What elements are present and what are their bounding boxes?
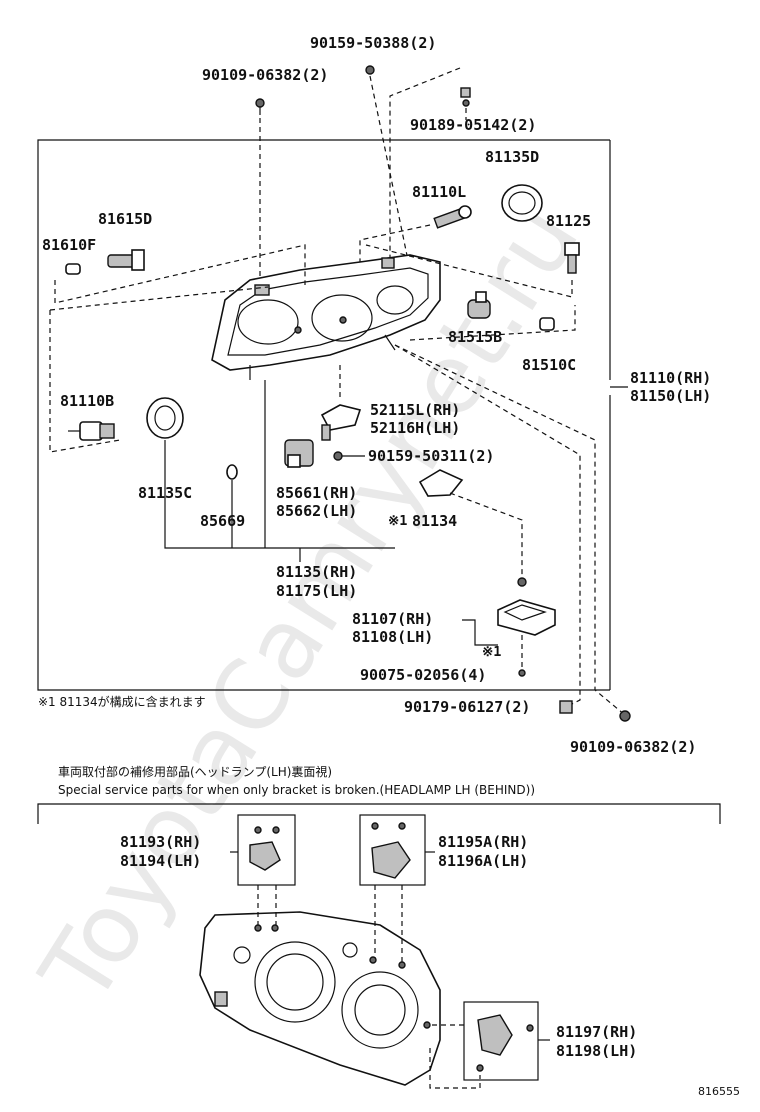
screw-90159-50311 <box>333 451 343 461</box>
label-90159-50311: 90159-50311(2) <box>368 447 494 465</box>
actuator-85661 <box>284 439 314 468</box>
label-81110B: 81110B <box>60 392 114 410</box>
bracket-52115L <box>320 404 362 441</box>
label-85661-rh: 85661(RH) <box>276 484 357 502</box>
bracket-kit-81193 <box>237 814 296 886</box>
label-81193-rh: 81193(RH) <box>120 833 201 851</box>
label-52116H-lh: 52116H(LH) <box>370 419 460 437</box>
label-81135D: 81135D <box>485 148 539 166</box>
label-90159-50388: 90159-50388(2) <box>310 34 436 52</box>
gasket-85669 <box>226 464 238 480</box>
label-85669: 85669 <box>200 512 245 530</box>
label-90075-02056: 90075-02056(4) <box>360 666 486 684</box>
label-81134-mark: ※1 <box>388 513 407 529</box>
label-81150-lh: 81150(LH) <box>630 387 711 405</box>
bulb-81510C <box>539 317 555 331</box>
socket-81125 <box>564 242 580 274</box>
special-title-jp: 車両取付部の補修用部品(ヘッドランプ(LH)裏面視) <box>58 764 332 779</box>
bulb-81610F <box>65 263 81 275</box>
main-frame <box>37 139 610 691</box>
label-81615D: 81615D <box>98 210 152 228</box>
label-81107-rh: 81107(RH) <box>352 610 433 628</box>
special-frame <box>37 803 721 824</box>
bracket-kit-81195A <box>359 814 426 886</box>
nut-90179-06127 <box>559 700 573 714</box>
gasket-81134 <box>418 469 464 497</box>
label-81195A-rh: 81195A(RH) <box>438 833 528 851</box>
screw-90109-06382-bottom <box>619 710 631 722</box>
bracket-kit-81197 <box>463 1001 539 1081</box>
ballast-81107 <box>497 577 556 636</box>
label-81175-lh: 81175(LH) <box>276 582 357 600</box>
screw-90109-06382-top <box>255 98 265 115</box>
label-81515B: 81515B <box>448 328 502 346</box>
label-81610F: 81610F <box>42 236 96 254</box>
label-81198-lh: 81198(LH) <box>556 1042 637 1060</box>
socket-81135D <box>501 184 543 222</box>
clip-90189-05142 <box>460 87 471 107</box>
label-81108-lh: 81108(LH) <box>352 628 433 646</box>
headlamp-back-view <box>199 911 441 1086</box>
label-81107-mark: ※1 <box>482 644 501 660</box>
label-81197-rh: 81197(RH) <box>556 1023 637 1041</box>
socket-81515B <box>467 291 491 319</box>
socket-81615D <box>107 249 145 271</box>
label-90189-05142: 90189-05142(2) <box>410 116 536 134</box>
socket-81135C <box>146 397 184 439</box>
label-85662-lh: 85662(LH) <box>276 502 357 520</box>
label-81194-lh: 81194(LH) <box>120 852 201 870</box>
label-90109-06382-top: 90109-06382(2) <box>202 66 328 84</box>
label-52115L-rh: 52115L(RH) <box>370 401 460 419</box>
label-81110-rh: 81110(RH) <box>630 369 711 387</box>
headlamp-housing <box>211 254 441 380</box>
figure-ref: 816555 <box>698 1085 740 1098</box>
footnote: ※1 81134が構成に含まれます <box>38 694 206 709</box>
label-81196A-lh: 81196A(LH) <box>438 852 528 870</box>
bulb-81110B <box>68 421 115 441</box>
label-90179-06127: 90179-06127(2) <box>404 698 530 716</box>
label-81110L: 81110L <box>412 183 466 201</box>
label-81135C: 81135C <box>138 484 192 502</box>
screw-90159-50388 <box>365 65 375 75</box>
bulb-81110L <box>433 205 472 229</box>
label-81125: 81125 <box>546 212 591 230</box>
label-90109-06382-bottom: 90109-06382(2) <box>570 738 696 756</box>
label-81510C: 81510C <box>522 356 576 374</box>
special-title-en: Special service parts for when only brac… <box>58 783 535 797</box>
label-81135-rh: 81135(RH) <box>276 563 357 581</box>
label-81134: 81134 <box>412 512 457 530</box>
